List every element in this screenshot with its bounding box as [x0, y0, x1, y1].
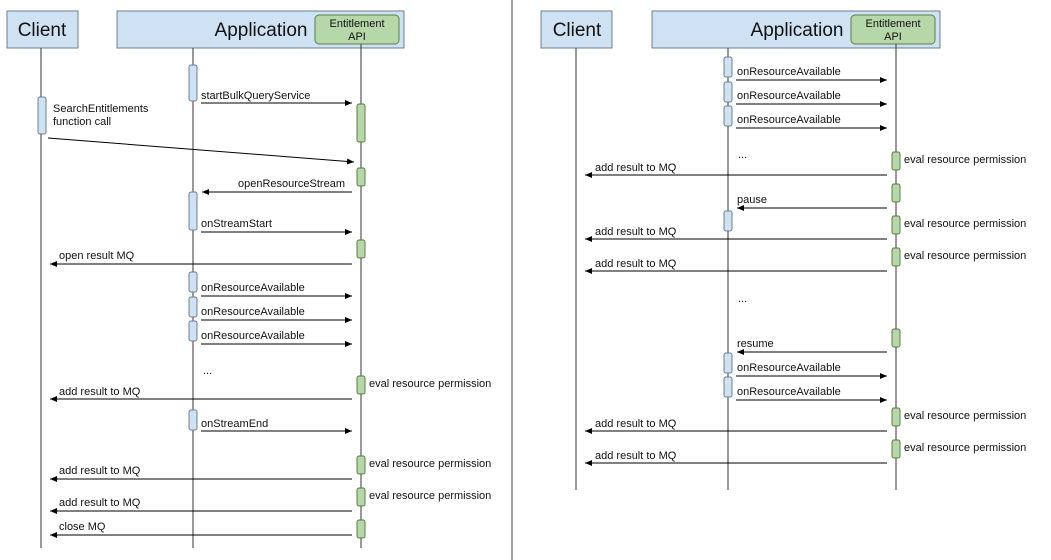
entitlement-api-label-line1: Entitlement [865, 18, 920, 30]
activation-bar [723, 352, 733, 374]
message-label: eval resource permission [904, 442, 1026, 454]
message-label: add result to MQ [595, 450, 677, 462]
activation-bar [356, 487, 366, 507]
client-header [540, 10, 613, 49]
message-label: onResourceAvailable [737, 386, 841, 398]
client-call-label-line1: SearchEntitlements [53, 103, 149, 115]
message-label: add result to MQ [59, 497, 141, 509]
activation-bar [891, 328, 901, 348]
message-label: onResourceAvailable [737, 90, 841, 102]
diagram-left: Client Application Entitlement API Searc… [6, 10, 491, 548]
application-header-label: Application [215, 20, 308, 41]
activation-bar [723, 81, 733, 103]
message-label: onResourceAvailable [737, 66, 841, 78]
message-label: add result to MQ [59, 386, 141, 398]
activation-bar [356, 167, 366, 187]
message-label: onStreamStart [201, 218, 272, 230]
message-label: pause [737, 194, 767, 206]
message-label: eval resource permission [904, 410, 1026, 422]
entitlement-api-label-line2: API [348, 31, 366, 43]
activation-bar [723, 56, 733, 78]
message-label: eval resource permission [904, 218, 1026, 230]
activation-bar [356, 239, 366, 259]
message-label: onResourceAvailable [737, 114, 841, 126]
client-call-label-line2: function call [53, 116, 111, 128]
activation-bar [188, 409, 198, 431]
entitlement-api-label-line1: Entitlement [329, 18, 384, 30]
ellipsis-label: ... [738, 149, 747, 161]
activation-bar [891, 151, 901, 171]
message-label: onResourceAvailable [201, 306, 305, 318]
message-label: add result to MQ [595, 258, 677, 270]
activation-bar [891, 247, 901, 267]
message-label: add result to MQ [595, 226, 677, 238]
activation-bar [723, 210, 733, 232]
message-label: eval resource permission [904, 250, 1026, 262]
message-label: add result to MQ [595, 418, 677, 430]
activation-bar [37, 96, 47, 135]
ellipsis-label: ... [203, 365, 212, 377]
message-label: add result to MQ [595, 162, 677, 174]
message-label: onResourceAvailable [201, 282, 305, 294]
message-label: eval resource permission [369, 378, 491, 390]
message-label: onResourceAvailable [737, 362, 841, 374]
message-label: resume [737, 338, 774, 350]
activation-bar [891, 183, 901, 203]
message-label: startBulkQueryService [201, 90, 310, 102]
activation-bar [356, 519, 366, 539]
message-label: close MQ [59, 521, 106, 533]
activation-bar [891, 215, 901, 235]
diagram-right: Client Application Entitlement API onRes… [540, 10, 1026, 490]
message-label: eval resource permission [369, 458, 491, 470]
client-header-label: Client [553, 20, 602, 41]
message-label: openResourceStream [238, 178, 345, 190]
ellipsis-label: ... [738, 293, 747, 305]
activation-bar [188, 320, 198, 342]
message-label: onResourceAvailable [201, 330, 305, 342]
activation-bar [356, 103, 366, 143]
message-label: eval resource permission [904, 154, 1026, 166]
message-label: onStreamEnd [201, 418, 268, 430]
message-label: eval resource permission [369, 490, 491, 502]
activation-bar [188, 271, 198, 293]
activation-bar [891, 439, 901, 459]
entitlement-api-header [314, 14, 400, 45]
message-arrow [47, 137, 355, 165]
activation-bar [188, 296, 198, 318]
activation-bar [891, 407, 901, 427]
activation-bar [723, 105, 733, 127]
client-header [6, 10, 79, 49]
activation-bar [356, 375, 366, 395]
message-label: add result to MQ [59, 465, 141, 477]
application-header-label: Application [751, 20, 844, 41]
client-header-label: Client [18, 20, 67, 41]
activation-bar [356, 455, 366, 475]
activation-bar [188, 64, 198, 102]
message-label: open result MQ [59, 250, 135, 262]
entitlement-api-header [850, 14, 936, 45]
activation-bar [723, 376, 733, 398]
entitlement-api-label-line2: API [884, 31, 902, 43]
activation-bar [188, 191, 198, 231]
